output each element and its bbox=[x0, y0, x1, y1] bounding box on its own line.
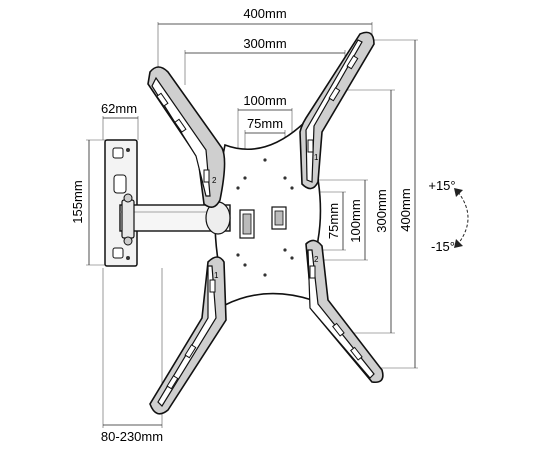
dim-300mm-height: 300mm bbox=[374, 189, 389, 232]
dim-100mm-height: 100mm bbox=[348, 199, 363, 242]
tilt-plus-15: +15° bbox=[428, 178, 455, 193]
arm-bottom-left: 1 bbox=[149, 256, 227, 415]
dim-400mm-height: 400mm bbox=[398, 188, 413, 231]
dim-400mm-width: 400mm bbox=[243, 6, 286, 21]
tilt-minus-15: -15° bbox=[431, 239, 455, 254]
dim-75mm-height: 75mm bbox=[326, 203, 341, 239]
arm-marking-bottom-right: 2 bbox=[314, 255, 319, 264]
arm-bottom-right: 2 bbox=[305, 239, 384, 384]
arm-marking-top-left: 2 bbox=[212, 176, 217, 185]
dimension-lines bbox=[86, 22, 418, 428]
swing-arm bbox=[119, 193, 231, 246]
dim-80-230mm: 80-230mm bbox=[101, 429, 163, 444]
dim-155mm: 155mm bbox=[70, 180, 85, 223]
arm-top-left: 2 bbox=[147, 66, 226, 208]
arm-top-right: 1 bbox=[299, 31, 375, 190]
tilt-indicator bbox=[454, 188, 469, 248]
dim-75mm-width: 75mm bbox=[247, 116, 283, 131]
arm-marking-bottom-left: 1 bbox=[214, 271, 219, 280]
dim-100mm-width: 100mm bbox=[243, 93, 286, 108]
dim-300mm-width: 300mm bbox=[243, 36, 286, 51]
arm-marking-top-right: 1 bbox=[314, 153, 319, 162]
dim-62mm: 62mm bbox=[101, 101, 137, 116]
